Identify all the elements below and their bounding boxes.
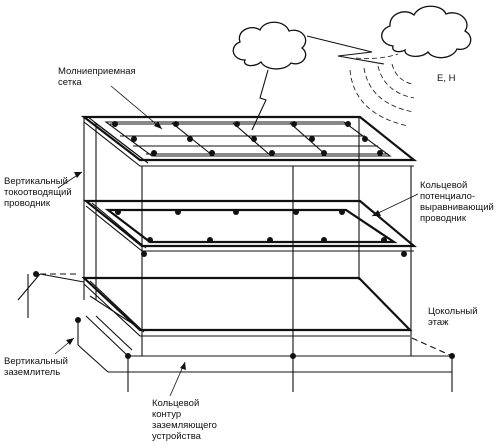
right-cloud [381,5,472,59]
ring-earthing-contour-label: Кольцевой контур заземляющего устройства [152,398,217,442]
vertical-down-conductor-label: Вертикальный токоотводящий проводник [4,176,72,209]
ring-conductor-nodes [115,209,407,257]
basement-floor-label: Цокольный этаж [428,306,478,328]
earthing-nodes [33,271,455,359]
em-field-arcs [349,53,415,127]
roof-mesh-nodes [112,121,383,156]
vertical-earth-electrode-label: Вертикальный заземлитель [4,356,68,378]
vertical-earth-electrodes [27,274,453,392]
left-cloud [232,21,307,70]
ground-line [17,273,453,373]
ground-floor-slab [81,276,413,337]
lightning-bolt [251,35,385,131]
field-label: E, H [437,73,456,84]
middle-floor-slab [82,199,418,252]
air-termination-mesh-label: Молниеприемная сетка [58,66,136,88]
roof-slab [80,115,418,167]
ring-equalizing-conductor-label: Кольцевой потенциало- выравнивающий пров… [420,180,494,224]
leader-arrows [54,85,419,397]
